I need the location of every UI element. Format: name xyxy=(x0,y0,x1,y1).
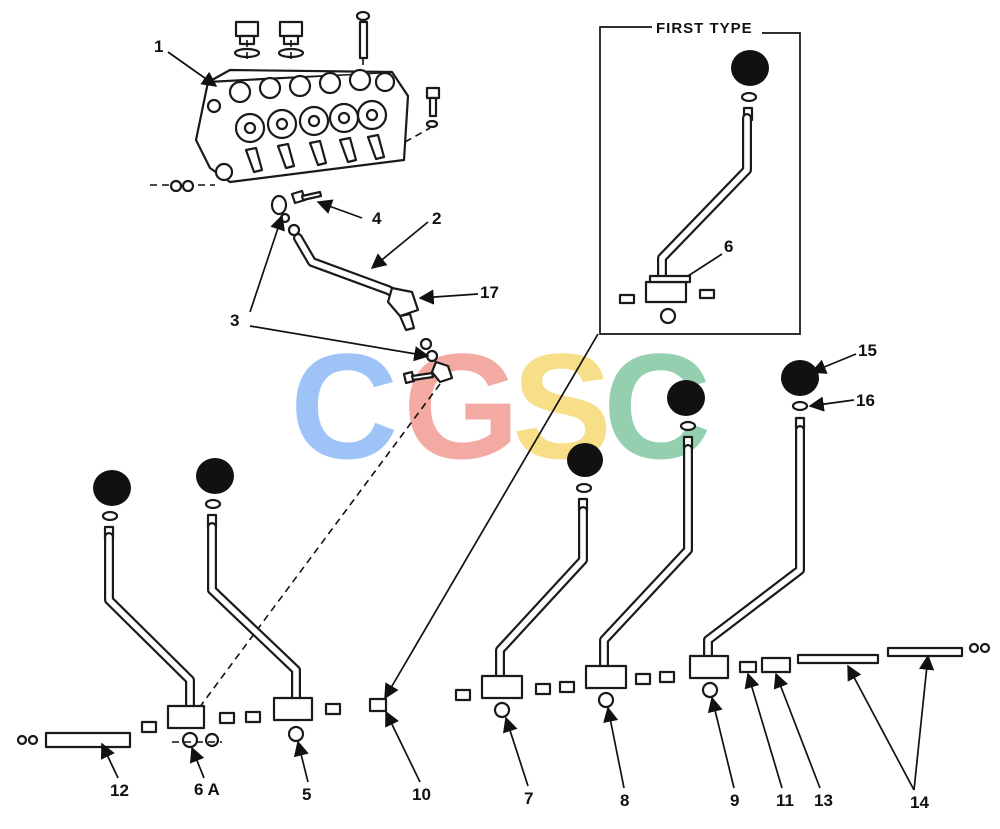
callout-6a: 6 A xyxy=(194,780,220,799)
watermark-logo: C G S C xyxy=(290,322,711,490)
callout-7: 7 xyxy=(524,789,533,808)
leader-lines xyxy=(100,51,935,791)
lever-9 xyxy=(688,360,819,699)
callout-12: 12 xyxy=(110,781,129,800)
pivot-shaft-right xyxy=(454,642,991,702)
first-type-title: FIRST TYPE xyxy=(656,20,753,37)
callout-15: 15 xyxy=(858,341,877,360)
callout-13: 13 xyxy=(814,791,833,810)
callout-2: 2 xyxy=(432,209,441,228)
linkage-assembly xyxy=(195,189,454,713)
callout-16: 16 xyxy=(856,391,875,410)
first-type-inset: FIRST TYPE xyxy=(384,20,801,700)
callout-1: 1 xyxy=(154,37,163,56)
callout-8: 8 xyxy=(620,791,629,810)
watermark-letter-1: C xyxy=(290,322,398,490)
callout-3: 3 xyxy=(230,311,239,330)
callout-labels: 1 2 3 4 5 6 6 A 7 8 9 10 11 12 13 14 15 … xyxy=(110,37,929,812)
callout-17: 17 xyxy=(480,283,499,302)
control-valve-assembly xyxy=(150,10,441,193)
callout-4: 4 xyxy=(372,209,382,228)
callout-14: 14 xyxy=(910,793,929,812)
lever-5 xyxy=(196,458,314,743)
lever-8 xyxy=(584,380,705,709)
callout-11: 11 xyxy=(776,791,794,810)
callout-9: 9 xyxy=(730,791,739,810)
lever-7 xyxy=(480,443,603,719)
callout-6: 6 xyxy=(724,237,733,256)
lever-6a xyxy=(93,470,220,749)
callout-5: 5 xyxy=(302,785,311,804)
callout-10: 10 xyxy=(412,785,431,804)
watermark-letter-2: G xyxy=(403,322,520,490)
